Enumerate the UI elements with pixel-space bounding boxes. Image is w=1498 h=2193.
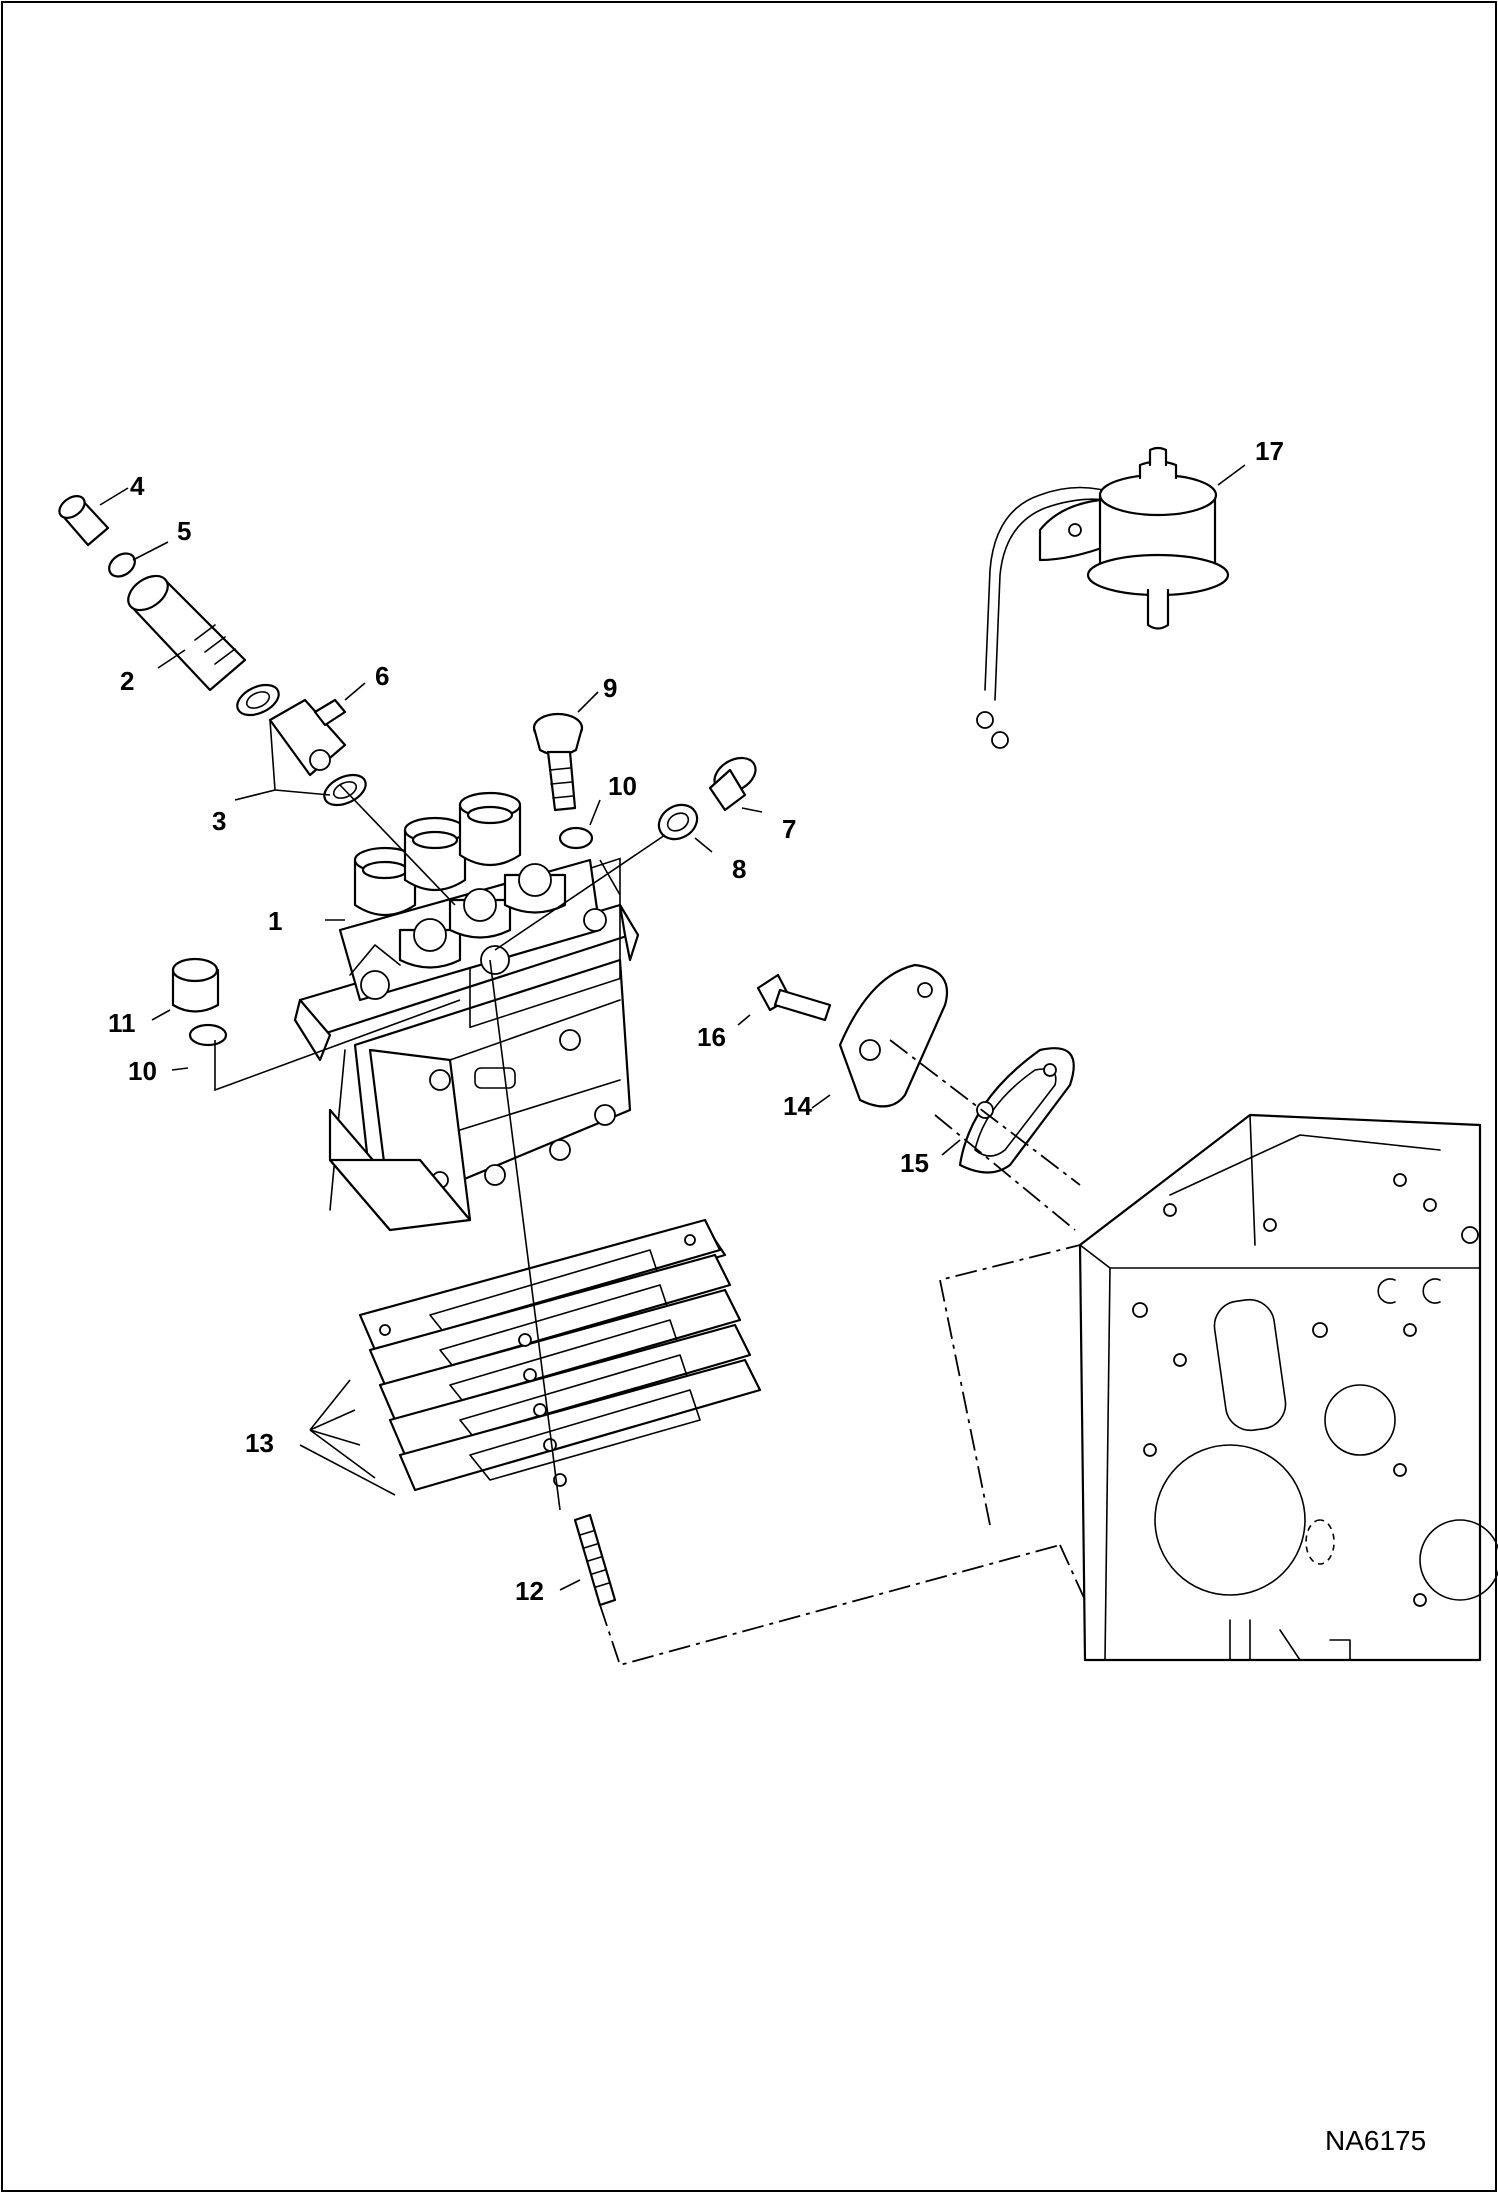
engine-block [1078, 1113, 1498, 1662]
reference-code: NA6175 [1325, 2125, 1426, 2156]
cover-plate-14 [838, 963, 949, 1108]
callout-13: 13 [245, 1428, 274, 1458]
callout-3: 3 [212, 806, 226, 836]
callout-14: 14 [783, 1091, 812, 1121]
solenoid-17 [976, 446, 1230, 749]
stud [573, 1513, 617, 1607]
callout-12: 12 [515, 1576, 544, 1606]
valve-fitting [268, 698, 347, 777]
pump-gaskets [358, 1218, 762, 1492]
nut-11 [171, 957, 220, 1013]
callout-leaders [99, 464, 1246, 1591]
callout-9: 9 [603, 673, 617, 703]
callout-5: 5 [177, 516, 191, 546]
banjo-fitting [127, 574, 247, 692]
lock-washer-10 [558, 826, 594, 850]
callout-7: 7 [782, 814, 796, 844]
delivery-valve-holders [353, 791, 567, 969]
washer-5 [108, 552, 136, 578]
callout-8: 8 [732, 854, 746, 884]
banjo-bolt [58, 494, 110, 547]
callout-10a: 10 [608, 771, 637, 801]
bolt-9 [532, 712, 584, 812]
callouts: 1 2 3 4 5 6 7 8 9 10 11 10 12 13 14 15 1… [108, 436, 1284, 1606]
lock-washer-10b [188, 1023, 228, 1047]
plug-7 [708, 756, 757, 812]
washer-8 [657, 803, 699, 841]
callout-17: 17 [1255, 436, 1284, 466]
callout-4: 4 [130, 471, 145, 501]
injection-pump [293, 791, 640, 1232]
callout-11: 11 [108, 1008, 136, 1038]
callout-2: 2 [120, 666, 134, 696]
callout-6: 6 [375, 661, 389, 691]
callout-15: 15 [900, 1148, 929, 1178]
gasket-15 [958, 1047, 1075, 1174]
callout-1: 1 [268, 906, 282, 936]
bolt-16 [756, 973, 832, 1022]
callout-10b: 10 [128, 1056, 157, 1086]
callout-16: 16 [697, 1022, 726, 1052]
assembly-lines [214, 784, 1086, 1667]
